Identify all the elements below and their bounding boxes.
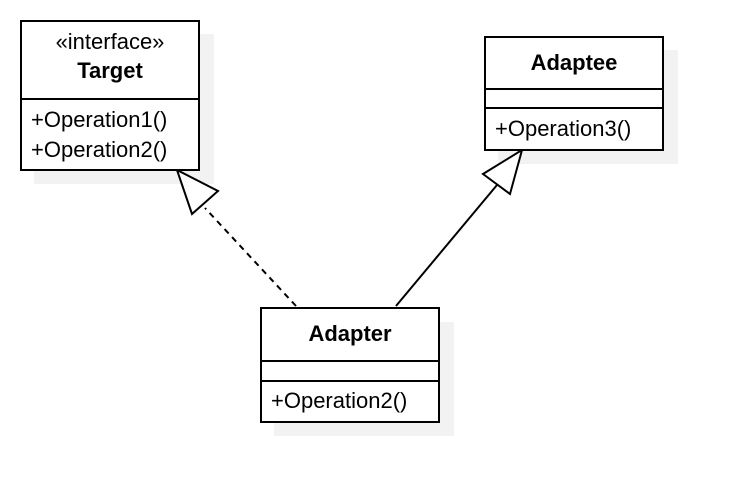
generalization-arrowhead <box>481 147 524 196</box>
realization-line <box>204 207 297 307</box>
adapter-class-name: Adapter <box>308 321 392 346</box>
target-class-name: Target <box>77 58 143 83</box>
generalization-line <box>395 184 498 307</box>
adapter-attributes-compartment <box>262 360 438 380</box>
realization-arrowhead <box>175 167 220 216</box>
adaptee-operations-compartment: +Operation3() <box>486 107 662 149</box>
target-class[interactable]: «interface» Target +Operation1() +Operat… <box>20 20 200 171</box>
adaptee-name-compartment: Adaptee <box>486 38 662 88</box>
target-operations-compartment: +Operation1() +Operation2() <box>22 98 198 169</box>
adapter-operations-compartment: +Operation2() <box>262 380 438 421</box>
adaptee-class[interactable]: Adaptee +Operation3() <box>484 36 664 151</box>
adapter-class[interactable]: Adapter +Operation2() <box>260 307 440 423</box>
target-operation: +Operation2() <box>31 137 168 162</box>
adaptee-operation: +Operation3() <box>495 116 632 141</box>
target-operation: +Operation1() <box>31 107 168 132</box>
target-name-compartment: «interface» Target <box>22 22 198 98</box>
interface-stereotype: «interface» <box>55 29 165 54</box>
adaptee-class-name: Adaptee <box>530 50 618 75</box>
adaptee-attributes-compartment <box>486 88 662 107</box>
adapter-operation: +Operation2() <box>271 388 408 413</box>
adapter-name-compartment: Adapter <box>262 309 438 360</box>
